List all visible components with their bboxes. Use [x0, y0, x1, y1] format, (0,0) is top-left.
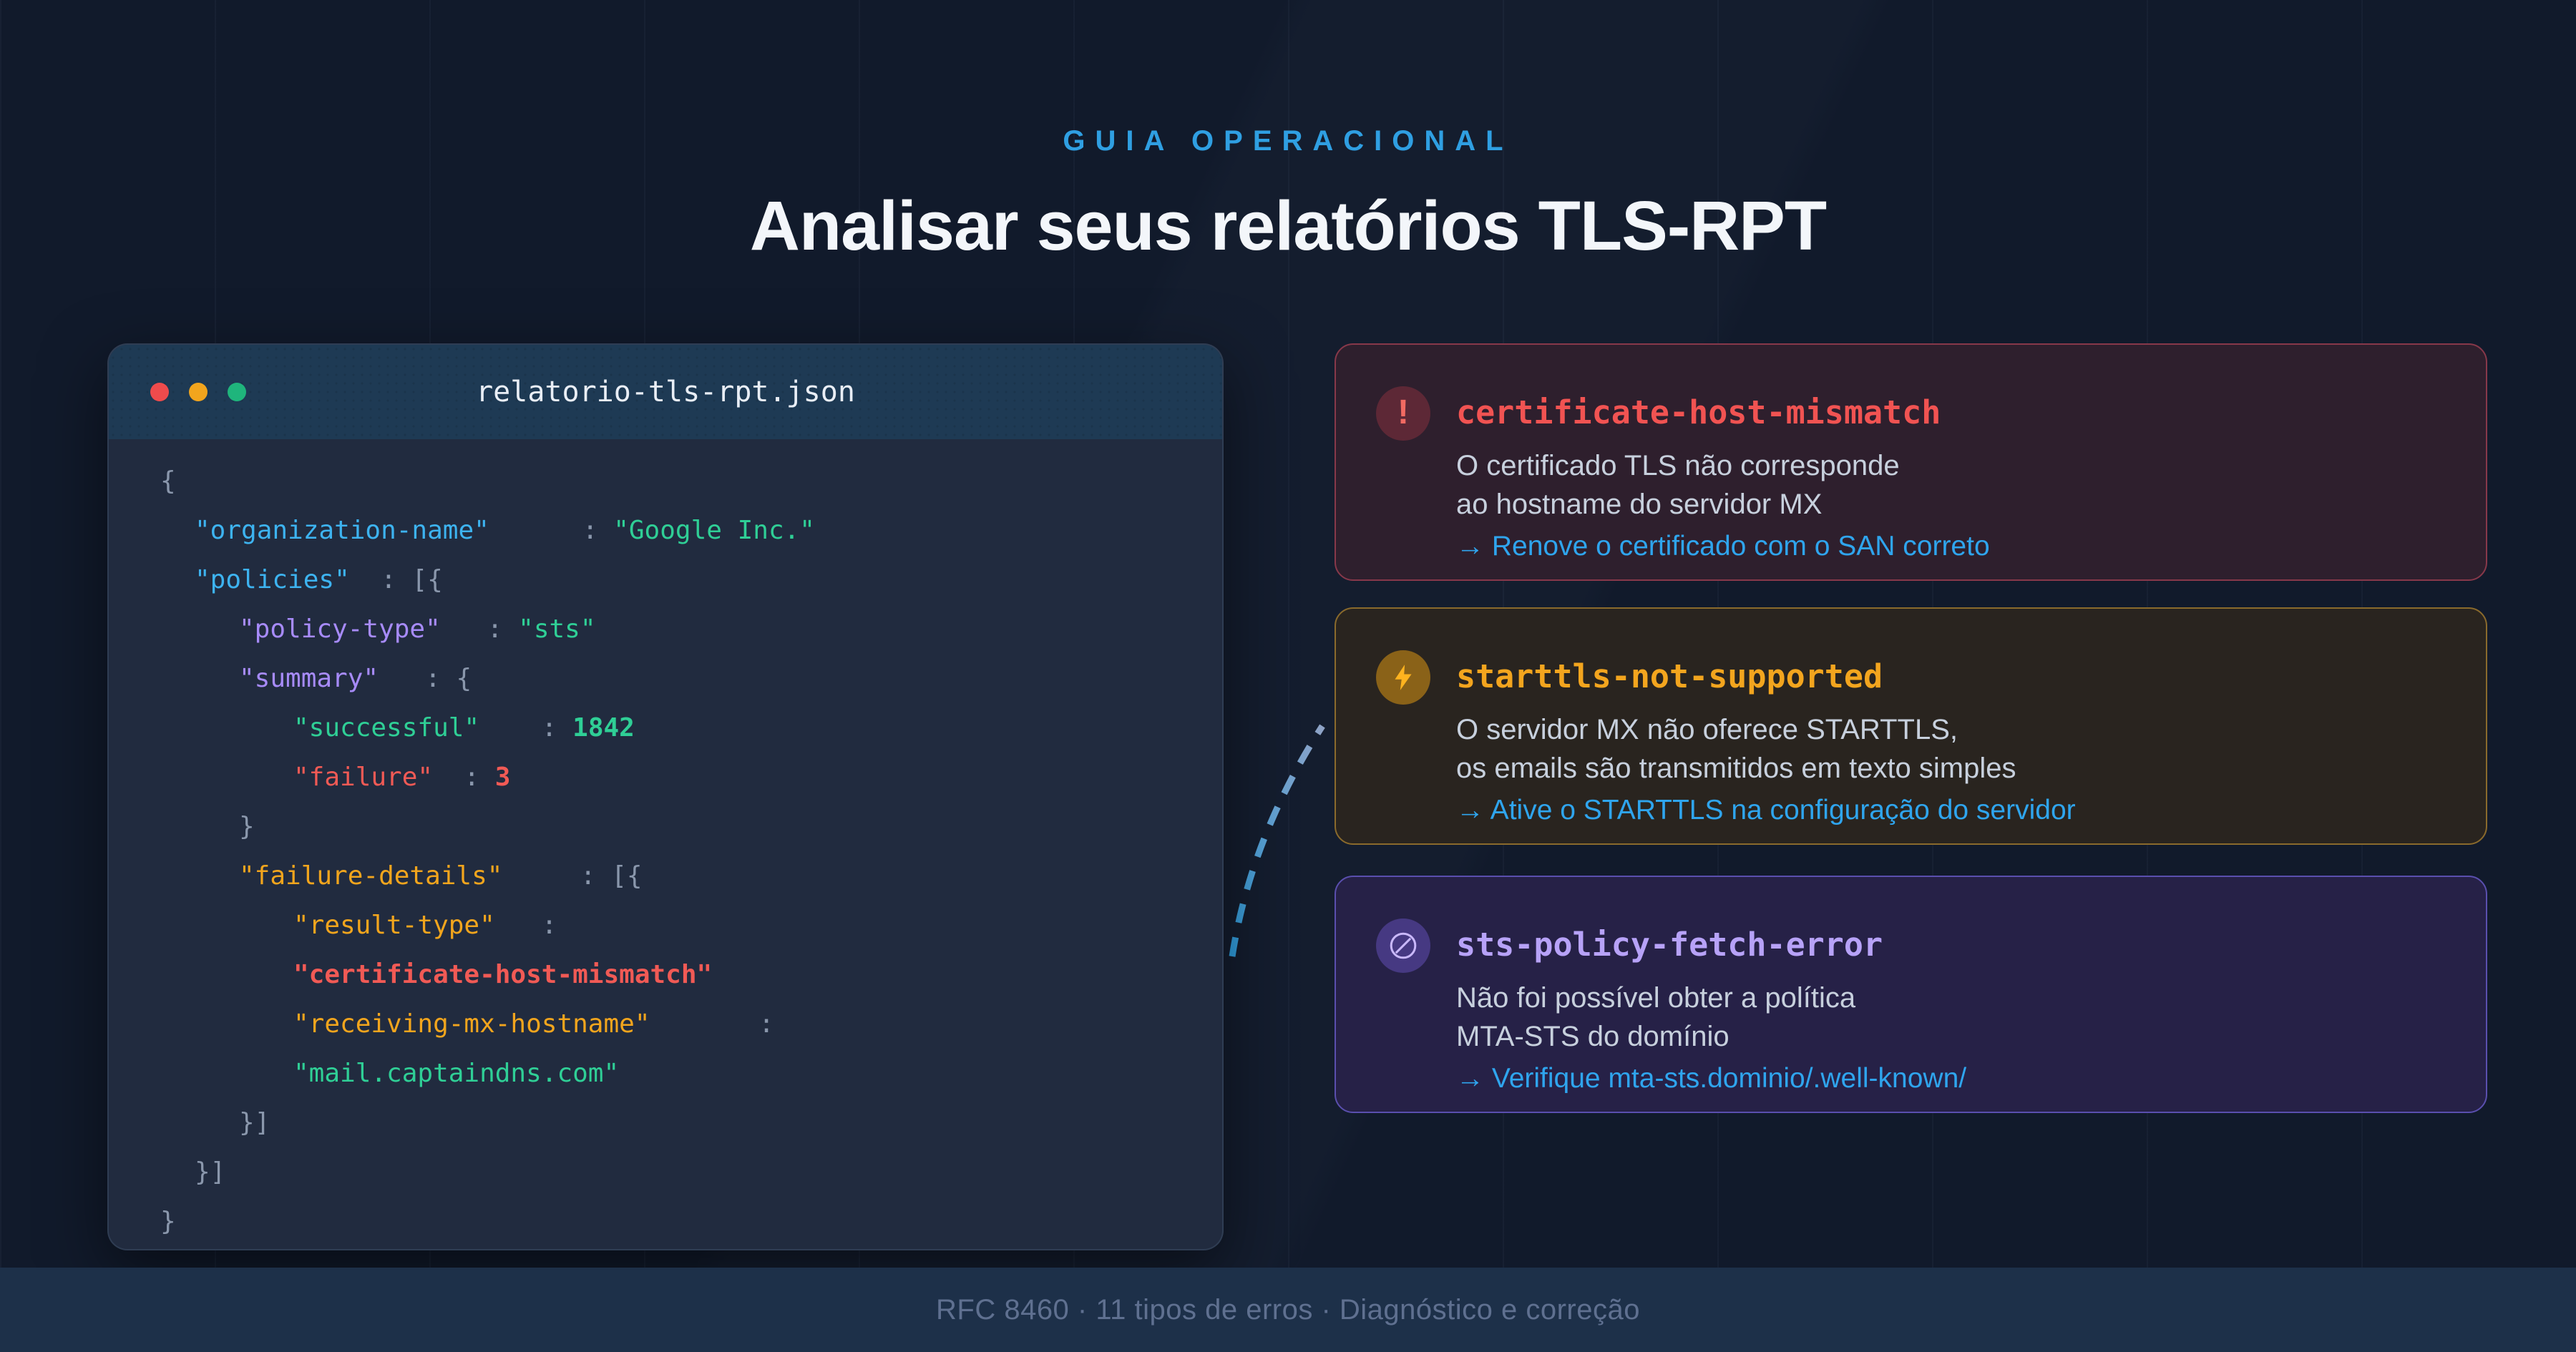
code-token: :	[349, 565, 412, 594]
code-token: "receiving-mx-hostname"	[293, 1009, 650, 1039]
exclamation-icon: !	[1376, 386, 1430, 441]
traffic-light[interactable]	[150, 383, 169, 401]
error-card-description: O certificado TLS não corresponde ao host…	[1456, 446, 1900, 524]
code-line: "summary" : {	[160, 654, 1222, 703]
description-line: os emails são transmitidos em texto simp…	[1456, 753, 2016, 784]
no-entry-icon	[1376, 919, 1430, 973]
description-line: O certificado TLS não corresponde	[1456, 450, 1900, 481]
code-line: "policies" : [{	[160, 555, 1222, 604]
code-token: }	[160, 1207, 176, 1236]
code-line: "mail.captaindns.com"	[160, 1049, 1222, 1098]
code-token: "sts"	[518, 614, 596, 644]
traffic-light[interactable]	[189, 383, 208, 401]
error-card-certificate-host-mismatch: ! certificate-host-mismatch O certificado …	[1335, 343, 2487, 581]
code-line: "receiving-mx-hostname" :	[160, 999, 1222, 1049]
connector-dashed-line	[1229, 724, 1325, 957]
code-line: "failure" : 3	[160, 753, 1222, 802]
code-token: "failure-details"	[239, 861, 503, 891]
lightning-bolt-icon	[1376, 650, 1430, 705]
code-token: "policies"	[195, 565, 350, 594]
code-window-filename: relatorio-tls-rpt.json	[476, 376, 855, 408]
traffic-lights	[150, 345, 246, 439]
footer-text: RFC 8460 · 11 tipos de erros · Diagnósti…	[936, 1293, 1640, 1326]
error-card-title: starttls-not-supported	[1456, 657, 1883, 695]
code-token: :	[494, 911, 557, 940]
code-line: "failure-details" : [{	[160, 851, 1222, 901]
code-token: "failure"	[293, 763, 434, 792]
code-token: }	[239, 812, 255, 841]
error-card-description: O servidor MX não oferece STARTTLS, os em…	[1456, 710, 2016, 788]
code-token: :	[433, 763, 495, 792]
code-lines: {"organization-name" : "Google Inc.""pol…	[109, 439, 1222, 1246]
code-token: {	[456, 664, 472, 693]
code-token: "result-type"	[293, 911, 495, 940]
page-title: Analisar seus relatórios TLS-RPT	[749, 187, 1827, 265]
code-token: 3	[494, 763, 511, 792]
description-line: ao hostname do servidor MX	[1456, 489, 1823, 520]
code-token: "Google Inc."	[613, 516, 815, 545]
code-token: "mail.captaindns.com"	[293, 1059, 620, 1088]
code-token: :	[379, 664, 457, 693]
code-token: :	[479, 713, 573, 743]
error-card-starttls-not-supported: starttls-not-supported O servidor MX não …	[1335, 607, 2487, 845]
code-token: "organization-name"	[195, 516, 489, 545]
code-line: "successful" : 1842	[160, 703, 1222, 753]
error-card-action-link[interactable]: → Verifique mta-sts.dominio/.well-known/	[1456, 1063, 1967, 1094]
eyebrow: GUIA OPERACIONAL	[1063, 125, 1513, 157]
description-line: Não foi possível obter a política	[1456, 982, 1856, 1014]
description-line: MTA-STS do domínio	[1456, 1021, 1729, 1052]
code-line: "certificate-host-mismatch"	[160, 950, 1222, 999]
error-card-action-link[interactable]: → Renove o certificado com o SAN correto	[1456, 531, 1990, 562]
traffic-light[interactable]	[228, 383, 246, 401]
code-window-titlebar: relatorio-tls-rpt.json	[109, 345, 1222, 439]
code-token: "policy-type"	[239, 614, 441, 644]
code-line: }	[160, 802, 1222, 851]
code-window: relatorio-tls-rpt.json { "organization-na…	[107, 343, 1224, 1250]
code-line: }]	[160, 1098, 1222, 1147]
code-token: [{	[411, 565, 443, 594]
code-token: "successful"	[293, 713, 480, 743]
code-token: [{	[611, 861, 643, 891]
error-card-title: certificate-host-mismatch	[1456, 393, 1941, 431]
code-line: "organization-name" : "Google Inc."	[160, 506, 1222, 555]
code-line: }	[160, 1197, 1222, 1246]
error-card-title: sts-policy-fetch-error	[1456, 926, 1883, 964]
code-line: "policy-type" : "sts"	[160, 604, 1222, 654]
code-token: :	[440, 614, 519, 644]
description-line: O servidor MX não oferece STARTTLS,	[1456, 714, 1958, 745]
code-token: }]	[195, 1157, 226, 1187]
page-header: GUIA OPERACIONAL Analisar seus relatório…	[0, 124, 2576, 263]
code-token: "certificate-host-mismatch"	[293, 960, 713, 989]
code-token: :	[489, 516, 614, 545]
code-line: "result-type" :	[160, 901, 1222, 950]
code-token: :	[650, 1009, 774, 1039]
code-token: :	[502, 861, 612, 891]
code-token: 1842	[572, 713, 635, 743]
code-token: }]	[239, 1108, 270, 1137]
code-token: {	[160, 466, 176, 496]
code-token: "summary"	[239, 664, 379, 693]
code-line: {	[160, 456, 1222, 506]
footer-bar: RFC 8460 · 11 tipos de erros · Diagnósti…	[0, 1268, 2576, 1352]
code-line: }]	[160, 1147, 1222, 1197]
error-card-action-link[interactable]: → Ative o STARTTLS na configuração do se…	[1456, 795, 2076, 826]
